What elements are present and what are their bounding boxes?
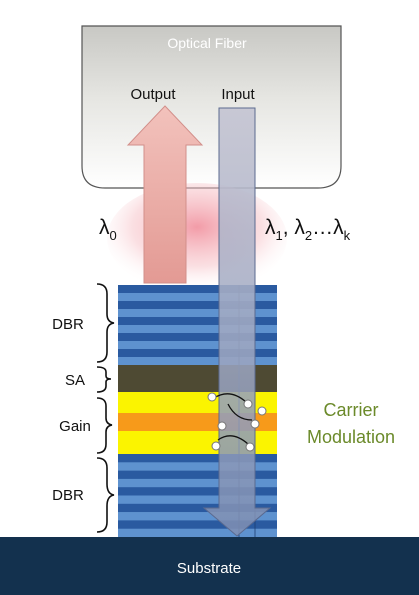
- carrier-dot: [217, 421, 227, 431]
- layer-labels: [96, 283, 115, 533]
- label-gain: Gain: [59, 418, 91, 435]
- carrier-dots: [207, 392, 267, 452]
- output-arrow: [126, 105, 204, 284]
- dbr-bottom-layer: [118, 528, 277, 538]
- dbr-bottom-layer: [118, 512, 277, 521]
- output-wavelength: λ0: [99, 216, 117, 243]
- dbr-bottom-layer: [118, 478, 277, 488]
- dbr-bottom-layer: [118, 503, 277, 513]
- label-dbr-bottom: DBR: [52, 487, 84, 504]
- dbr-top-layer: [118, 349, 277, 358]
- carrier-dot: [250, 419, 260, 429]
- label-sa: SA: [65, 372, 85, 389]
- dbr-top-layer: [118, 325, 277, 334]
- dbr-top-layer: [118, 333, 277, 342]
- light-glow: [107, 183, 287, 293]
- dbr-top-layer: [118, 341, 277, 350]
- carrier-dot: [207, 392, 217, 402]
- carrier-path: [227, 403, 253, 421]
- dbr-top-layer: [118, 293, 277, 302]
- dbr-bottom-layer: [118, 520, 277, 529]
- input-label: Input: [221, 86, 255, 103]
- dbr-bottom-layer: [118, 487, 277, 496]
- substrate: [0, 537, 419, 595]
- carrier-path: [217, 435, 249, 445]
- optical-fiber: Optical Fiber Output Input: [81, 25, 342, 189]
- carrier-dot: [257, 406, 267, 416]
- dbr-top-layer: [118, 285, 277, 294]
- optical-fiber-label: Optical Fiber: [167, 35, 247, 51]
- label-dbr-top: DBR: [52, 316, 84, 333]
- dbr-bottom-layer: [118, 495, 277, 505]
- substrate-label: Substrate: [177, 560, 241, 577]
- dbr-bottom-layer: [118, 470, 277, 480]
- dbr-top-layer: [118, 301, 277, 310]
- carrier-dot: [245, 442, 255, 452]
- output-label: Output: [130, 86, 176, 103]
- dbr-top-layer: [118, 317, 277, 326]
- dbr-top-layer: [118, 309, 277, 318]
- dbr-top-layer: [118, 357, 277, 366]
- brace-dbr-top: [96, 283, 115, 363]
- brace-sa: [96, 366, 112, 393]
- brace-gain: [96, 397, 113, 454]
- carrier-dot: [243, 399, 253, 409]
- carrier-label-line2: Modulation: [307, 427, 395, 447]
- carrier-label-line1: Carrier: [323, 400, 378, 420]
- carrier-path: [213, 393, 247, 403]
- dbr-bottom-layer: [118, 454, 277, 463]
- input-wavelengths: λ1, λ2…λk: [265, 216, 351, 243]
- carrier-dot: [211, 441, 221, 451]
- dbr-bottom-layer: [118, 462, 277, 471]
- brace-dbr-bottom: [96, 457, 115, 533]
